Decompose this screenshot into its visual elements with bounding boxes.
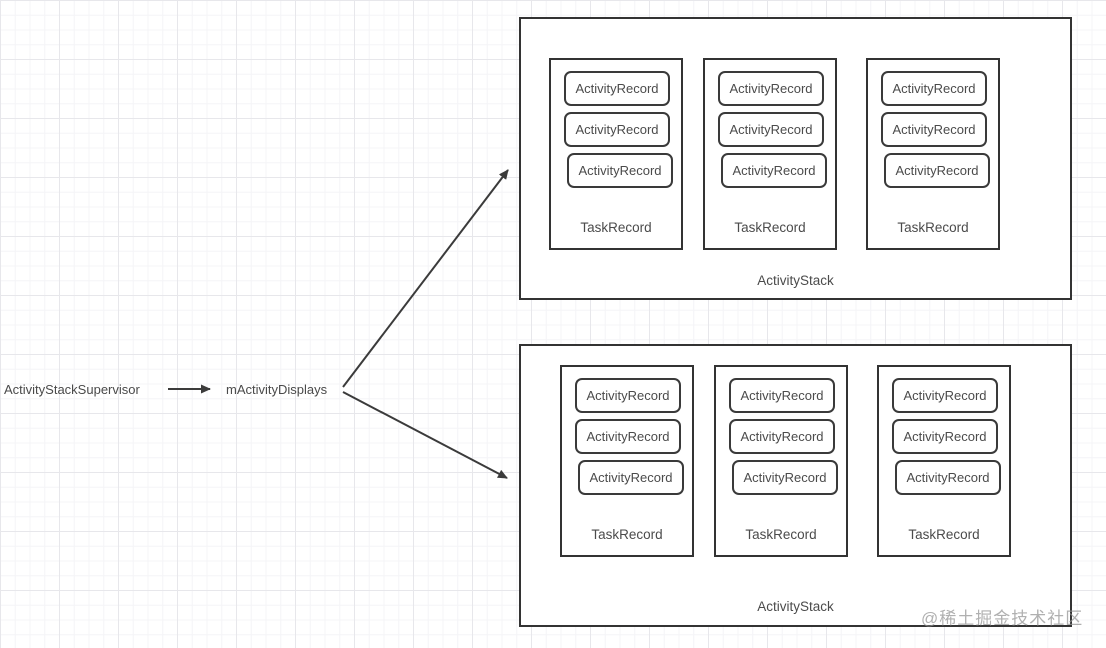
activity-record-box: ActivityRecord xyxy=(892,419,998,454)
task-record-box: ActivityRecord ActivityRecord ActivityRe… xyxy=(560,365,694,557)
activity-record-box: ActivityRecord xyxy=(884,153,990,188)
arrow-displays-to-bottom-stack xyxy=(342,391,508,479)
task-record-box: ActivityRecord ActivityRecord ActivityRe… xyxy=(714,365,848,557)
activity-stack-supervisor-label: ActivityStackSupervisor xyxy=(4,382,140,397)
activity-record-box: ActivityRecord xyxy=(729,378,835,413)
task-record-box: ActivityRecord ActivityRecord ActivityRe… xyxy=(703,58,837,250)
task-record-box: ActivityRecord ActivityRecord ActivityRe… xyxy=(877,365,1011,557)
activity-record-box: ActivityRecord xyxy=(881,112,987,147)
activity-stack-label: ActivityStack xyxy=(757,599,834,614)
activity-record-box: ActivityRecord xyxy=(892,378,998,413)
task-record-label: TaskRecord xyxy=(908,527,980,542)
m-activity-displays-label: mActivityDisplays xyxy=(226,382,328,397)
task-record-label: TaskRecord xyxy=(580,220,652,235)
activity-record-box: ActivityRecord xyxy=(578,460,684,495)
task-record-label: TaskRecord xyxy=(734,220,806,235)
activity-record-box: ActivityRecord xyxy=(881,71,987,106)
activity-record-box: ActivityRecord xyxy=(567,153,673,188)
activity-record-box: ActivityRecord xyxy=(718,112,824,147)
task-record-label: TaskRecord xyxy=(745,527,817,542)
activity-record-box: ActivityRecord xyxy=(564,112,670,147)
arrow-displays-to-top-stack xyxy=(342,169,509,388)
task-record-label: TaskRecord xyxy=(897,220,969,235)
task-record-box: ActivityRecord ActivityRecord ActivityRe… xyxy=(549,58,683,250)
watermark: @稀土掘金技术社区 xyxy=(921,609,1084,628)
activity-record-box: ActivityRecord xyxy=(729,419,835,454)
activity-record-box: ActivityRecord xyxy=(895,460,1001,495)
activity-record-box: ActivityRecord xyxy=(575,378,681,413)
task-record-label: TaskRecord xyxy=(591,527,663,542)
task-record-box: ActivityRecord ActivityRecord ActivityRe… xyxy=(866,58,1000,250)
activity-record-box: ActivityRecord xyxy=(732,460,838,495)
activity-record-box: ActivityRecord xyxy=(721,153,827,188)
activity-stack-box: ActivityRecord ActivityRecord ActivityRe… xyxy=(519,344,1072,627)
activity-stack-label: ActivityStack xyxy=(757,273,834,288)
activity-stack-box: ActivityRecord ActivityRecord ActivityRe… xyxy=(519,17,1072,300)
activity-record-box: ActivityRecord xyxy=(718,71,824,106)
activity-record-box: ActivityRecord xyxy=(575,419,681,454)
activity-record-box: ActivityRecord xyxy=(564,71,670,106)
